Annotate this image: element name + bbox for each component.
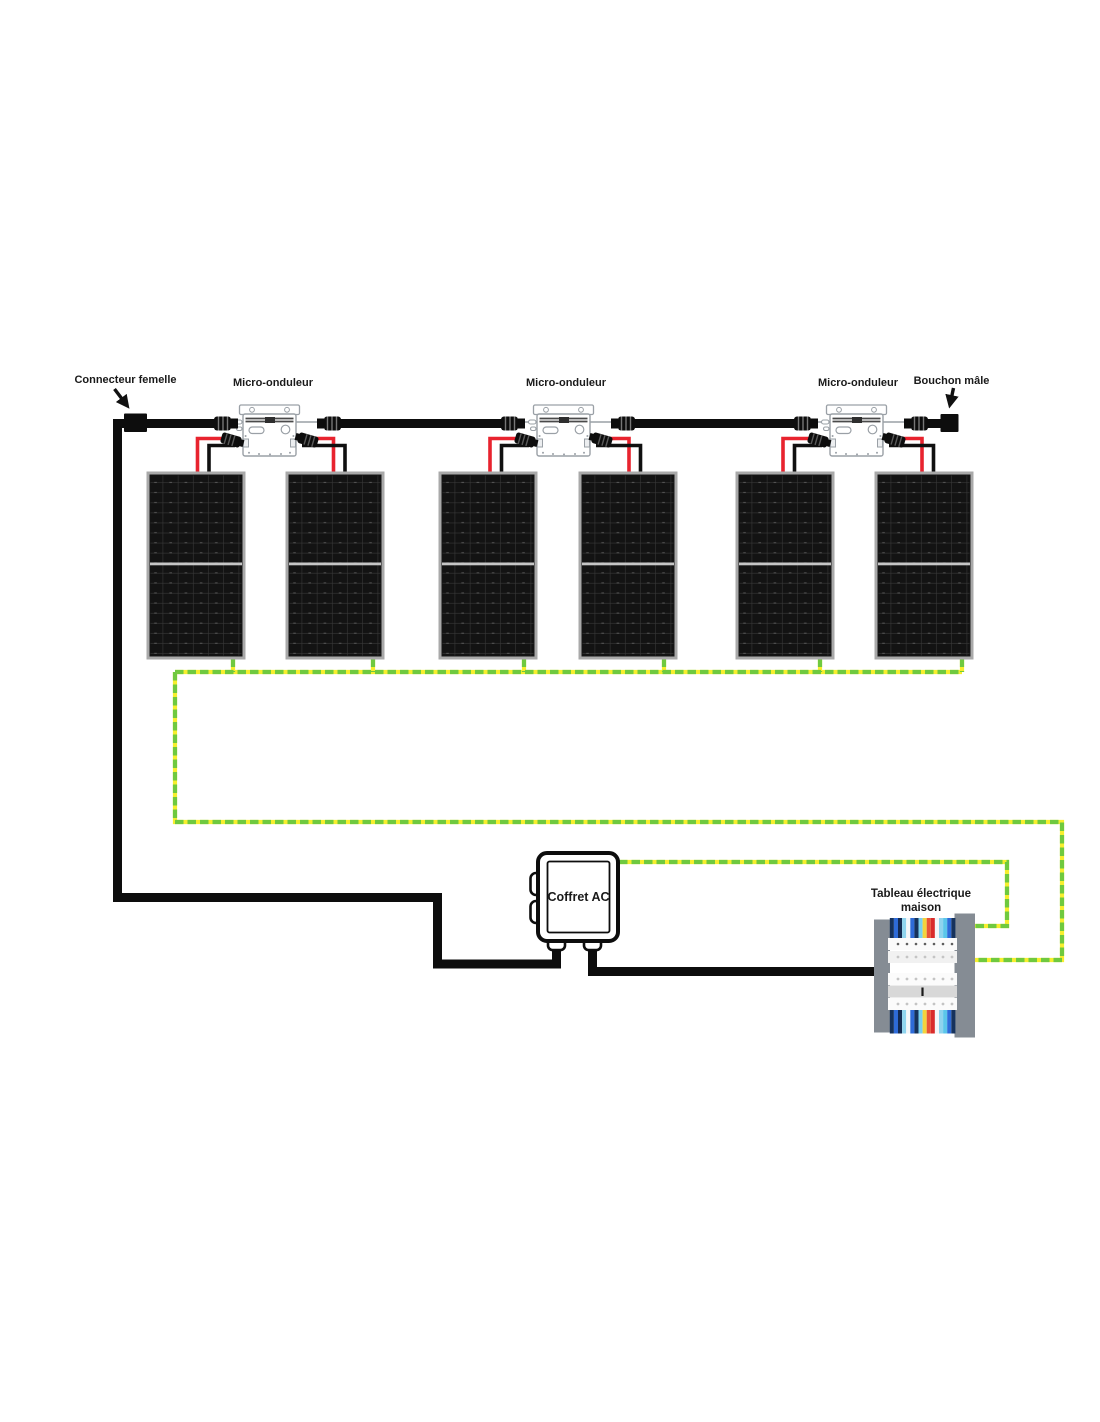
dc-wire-red: [488, 436, 525, 475]
micro-inverter-2: [500, 404, 636, 457]
ac-connector-icon: [316, 415, 342, 432]
dc-wire-black: [596, 443, 643, 475]
dc-wire-black: [302, 443, 347, 475]
ac-cable-left-run: [113, 419, 561, 969]
solar-panel-6: [874, 471, 974, 660]
dc-wire-black: [499, 443, 529, 475]
solar-panel-3: [438, 471, 538, 660]
ac-connector-icon: [903, 415, 929, 432]
ac-connector-icon: [793, 415, 819, 432]
earth-wire-bus: [175, 658, 965, 675]
earth-wire-acbox-to-house-panel: [619, 859, 1010, 929]
male-plug: [940, 414, 959, 432]
ac-connector-icon: [213, 415, 239, 432]
wires-top: [889, 918, 956, 939]
dc-wire-red: [781, 436, 818, 475]
wires-bottom: [889, 1009, 956, 1034]
house-panel-label-line1: Tableau électrique: [871, 888, 971, 900]
micro-inverter-label-2: Micro-onduleur: [526, 377, 607, 389]
dc-wire-black: [207, 443, 235, 475]
male-plug-label: Bouchon mâle: [914, 375, 990, 387]
dc-wire-red: [195, 436, 231, 475]
micro-inverter-1: [213, 404, 342, 457]
ac-connector-icon: [500, 415, 526, 432]
solar-panel-1: [146, 471, 246, 660]
ac-box-label: Coffret AC: [547, 890, 609, 904]
solar-panel-2: [285, 471, 385, 660]
micro-inverter-3: [793, 404, 929, 457]
dc-wire-black: [792, 443, 822, 475]
female-connector-label: Connecteur femelle: [74, 374, 176, 386]
arrow-to-female-connector-icon: [113, 387, 130, 409]
female-connector: [124, 413, 147, 432]
panel-rail-right: [954, 913, 975, 1038]
arrow-to-male-plug-icon: [945, 387, 959, 409]
solar-panel-5: [735, 471, 835, 660]
ac-cable-acbox-to-panel: [588, 939, 876, 976]
ac-box: Coffret AC: [529, 851, 620, 952]
house-panel-label-line2: maison: [901, 902, 941, 914]
earth-wire-run-to-house-panel: [172, 672, 1065, 963]
ac-connector-icon: [610, 415, 636, 432]
house-electrical-panel: [874, 913, 975, 1038]
solar-panel-4: [578, 471, 678, 660]
micro-inverter-label-1: Micro-onduleur: [233, 377, 314, 389]
micro-inverter-label-3: Micro-onduleur: [818, 377, 899, 389]
panel-rail-left: [874, 919, 890, 1033]
dc-wire-black: [889, 443, 936, 475]
